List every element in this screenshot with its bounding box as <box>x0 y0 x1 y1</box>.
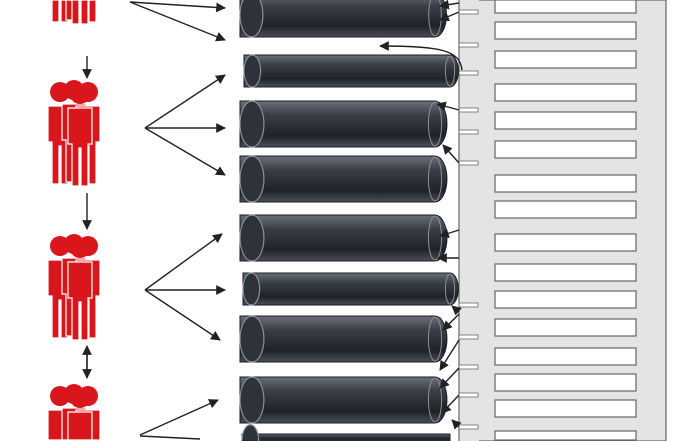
storage-slot <box>494 399 637 418</box>
panel-comb-tab <box>458 392 479 398</box>
cylinder <box>239 214 448 262</box>
arrow <box>144 289 221 341</box>
cylinder-body <box>241 433 451 441</box>
cylinder-front-cap <box>242 272 261 306</box>
return-arrow <box>451 419 462 430</box>
panel-comb-tab <box>458 364 479 370</box>
panel-comb-tab <box>458 42 479 48</box>
arrow <box>139 435 201 440</box>
cylinder <box>239 100 448 148</box>
person-body <box>67 411 93 441</box>
storage-slot <box>494 111 637 130</box>
return-arrow <box>441 394 460 414</box>
cylinder-body <box>239 100 448 148</box>
cylinder-end-highlight <box>444 55 456 87</box>
person-icon <box>68 0 92 25</box>
return-arrow <box>439 367 460 389</box>
storage-panel <box>477 0 667 441</box>
panel-comb-tab <box>458 424 479 430</box>
cylinder-body <box>242 272 459 306</box>
cylinder-end-highlight <box>444 273 456 305</box>
cylinder <box>239 155 448 203</box>
cylinder-front-cap <box>239 100 265 148</box>
storage-slot <box>494 318 637 337</box>
cylinder-front-cap <box>239 0 264 38</box>
cylinder-body <box>239 376 448 424</box>
cylinder-body <box>239 0 447 38</box>
panel-comb-tab <box>458 302 479 308</box>
panel-comb-tab <box>458 334 479 340</box>
return-arrow <box>436 101 460 112</box>
person-icon <box>67 388 93 441</box>
storage-slot <box>494 430 637 441</box>
people-group <box>47 80 101 187</box>
storage-slot <box>494 373 637 392</box>
cylinder-end-highlight <box>427 156 443 202</box>
people-group <box>47 384 101 441</box>
storage-slot <box>494 347 637 366</box>
person-icon <box>67 238 93 341</box>
person-body <box>67 107 93 187</box>
storage-slot <box>494 140 637 159</box>
cylinder-front-cap <box>239 376 265 424</box>
return-arrow <box>442 313 460 331</box>
panel-comb-tab <box>458 9 479 15</box>
storage-slot <box>494 233 637 252</box>
panel-comb-tab <box>458 160 479 166</box>
person-body <box>67 261 93 341</box>
cylinder <box>242 272 459 306</box>
storage-slot <box>494 83 637 102</box>
arrow <box>129 1 226 42</box>
return-arrow <box>451 305 462 316</box>
storage-slot <box>494 0 637 14</box>
return-arrow <box>379 41 463 71</box>
cylinder <box>239 376 448 424</box>
panel-comb-tab <box>458 129 479 135</box>
return-arrow <box>439 228 460 239</box>
cylinder-end-highlight <box>427 316 443 362</box>
cylinder-front-cap <box>241 424 260 441</box>
cylinder-end-highlight <box>427 101 443 147</box>
cylinder-front-cap <box>243 54 262 88</box>
arrow <box>129 1 226 13</box>
cylinder-body <box>239 214 448 262</box>
storage-slot <box>494 174 637 193</box>
cylinder <box>239 0 447 38</box>
panel-comb-tab <box>458 70 479 76</box>
cylinder-front-cap <box>239 214 265 262</box>
cylinder-end-highlight <box>427 377 443 423</box>
cylinder <box>241 424 451 441</box>
cylinder <box>243 54 459 88</box>
arrow <box>144 127 226 176</box>
person-head <box>70 84 90 104</box>
cylinder-body <box>239 315 448 363</box>
person-icon <box>67 84 93 187</box>
people-group <box>47 234 101 341</box>
return-arrow <box>439 11 460 22</box>
storage-slot <box>494 50 637 69</box>
person-body <box>68 0 92 25</box>
storage-slot <box>494 200 637 219</box>
panel-comb-tab <box>458 107 479 113</box>
return-arrow <box>439 0 460 10</box>
return-arrow <box>439 339 460 371</box>
arrow <box>144 74 226 129</box>
arrow <box>139 399 219 436</box>
cylinder-body <box>243 54 459 88</box>
cylinder-body <box>239 155 448 203</box>
arrow <box>144 233 223 291</box>
person-head <box>70 388 90 408</box>
cylinder-front-cap <box>239 155 265 203</box>
storage-slot <box>494 263 637 282</box>
storage-slot <box>494 21 637 40</box>
cylinder <box>239 315 448 363</box>
people-group <box>48 0 100 25</box>
cylinder-front-cap <box>239 315 265 363</box>
return-arrow <box>442 144 460 164</box>
storage-slot <box>494 290 637 309</box>
person-head <box>70 238 90 258</box>
